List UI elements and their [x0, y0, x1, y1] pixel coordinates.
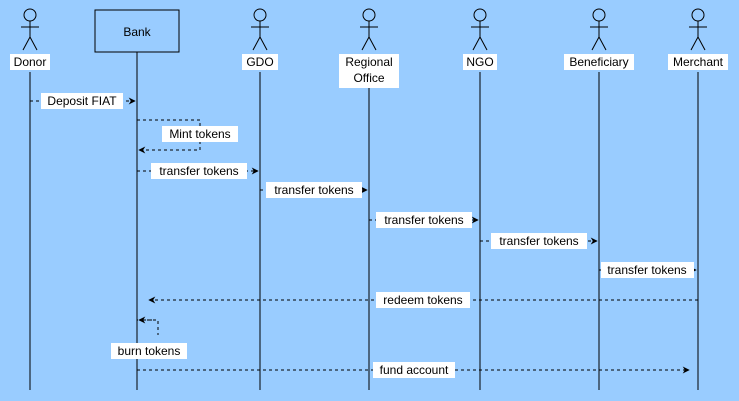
beneficiary-label: Beneficiary [569, 55, 628, 69]
message-label-transfer-gdo-regional: transfer tokens [274, 183, 353, 197]
message-label-fund-account: fund account [380, 363, 449, 377]
actor-icon-donor [21, 8, 39, 51]
message-label-transfer-ngo-beneficiary: transfer tokens [499, 234, 578, 248]
message-label-mint-tokens: Mint tokens [169, 127, 230, 141]
message-arrow-burn-tokens [136, 306, 159, 335]
message-label-transfer-bank-gdo: transfer tokens [159, 164, 238, 178]
bank-label: Bank [123, 25, 151, 39]
donor-label: Donor [14, 55, 47, 69]
message-label-burn-tokens: burn tokens [118, 344, 181, 358]
regional-office-label-line1: Regional [345, 55, 392, 69]
message-label-transfer-beneficiary-merchant: transfer tokens [607, 263, 686, 277]
regional-office-label-line2: Office [353, 71, 384, 85]
merchant-label: Merchant [673, 55, 724, 69]
actor-icon-regional-office [360, 8, 378, 51]
message-label-redeem-tokens: redeem tokens [383, 293, 462, 307]
ngo-label: NGO [466, 55, 493, 69]
message-label-deposit-fiat: Deposit FIAT [47, 94, 117, 108]
actor-icon-beneficiary [590, 8, 608, 51]
gdo-label: GDO [246, 55, 273, 69]
actor-icon-gdo [251, 8, 269, 51]
message-label-transfer-regional-ngo: transfer tokens [384, 213, 463, 227]
bank-box [94, 9, 180, 53]
actor-icon-ngo [471, 8, 489, 51]
actor-icon-merchant [689, 8, 707, 51]
